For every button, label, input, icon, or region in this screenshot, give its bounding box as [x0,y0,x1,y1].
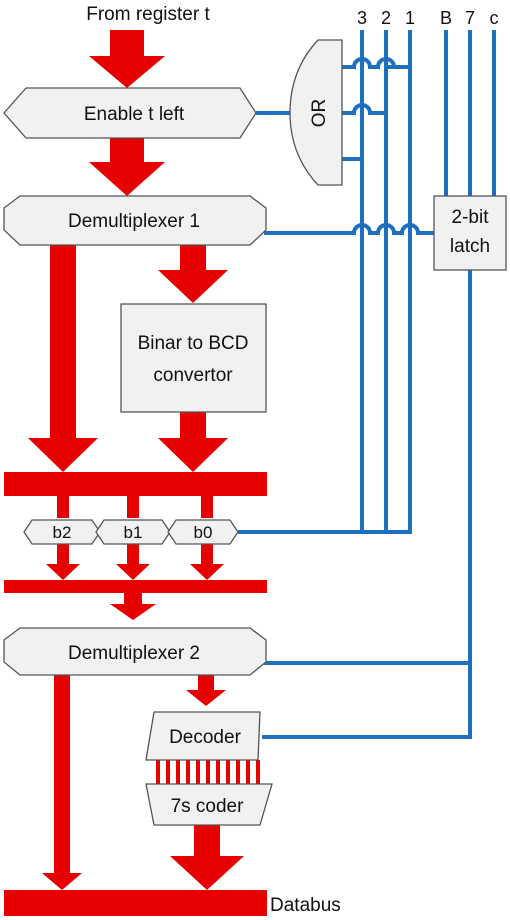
coder7s-label: 7s coder [171,796,245,817]
diagram-title: From register t [86,4,210,25]
arrow-7s-databus [170,825,244,890]
coder7s-block [145,783,273,826]
arrow-b2-down [46,544,80,580]
signal-label-c: c [490,8,499,28]
arrow-converter-bus [158,412,228,472]
demux1-block [3,195,267,246]
latch-block [433,195,507,271]
arrow-enable-demux1 [89,138,165,196]
converter-block [120,303,267,413]
b2-box [23,519,101,545]
signal-label-2: 2 [381,8,391,28]
demux1-label: Demultiplexer 1 [68,211,200,232]
tap-b2-top [57,496,69,518]
arrow-b0-down [190,544,224,580]
arrow-to-demux2 [110,593,156,620]
or-input-2 [342,103,386,115]
or-gate [289,39,343,186]
decoder-block [145,711,261,761]
signal-label-3: 3 [357,8,367,28]
bus-bar-upper [4,472,267,496]
signal-label-1: 1 [405,8,415,28]
arrow-demux2-databus-left [42,675,82,890]
signal-label-7: 7 [465,8,475,28]
tap-b1-top [127,496,139,518]
arrow-b1-down [116,544,150,580]
arrow-demux1-converter [158,245,228,303]
or-label: OR [309,99,330,128]
b2-label: b2 [53,523,72,542]
demux2-label: Demultiplexer 2 [68,643,200,664]
bus-bar-lower [4,580,267,593]
arrow-demux1-bus-left [28,245,98,472]
b0-box [167,519,239,545]
arrow-into-enable [89,30,165,88]
converter-label-line2: convertor [153,365,233,386]
blocks [3,39,507,826]
decoder-output-lines [156,760,260,784]
or-input-1 [342,57,410,69]
enable-label: Enable t left [84,104,185,125]
b0-feed [238,67,412,534]
demux2-block [3,627,267,676]
latch-label-line2: latch [450,236,490,257]
decoder-label: Decoder [169,727,241,748]
enable-block [3,87,257,139]
b1-box [95,519,171,545]
blue-wires [238,30,496,739]
latch-output [262,270,472,739]
red-buses [4,30,267,916]
arrow-demux2-decoder [186,675,226,706]
latch-label-line1: 2-bit [452,207,490,228]
databus-bar [4,890,267,916]
signal-label-B: B [440,8,452,28]
b1-label: b1 [124,523,143,542]
databus-label: Databus [270,895,341,916]
tap-b0-top [201,496,213,518]
converter-label-line1: Binar to BCD [138,333,249,354]
b0-label: b0 [194,523,213,542]
